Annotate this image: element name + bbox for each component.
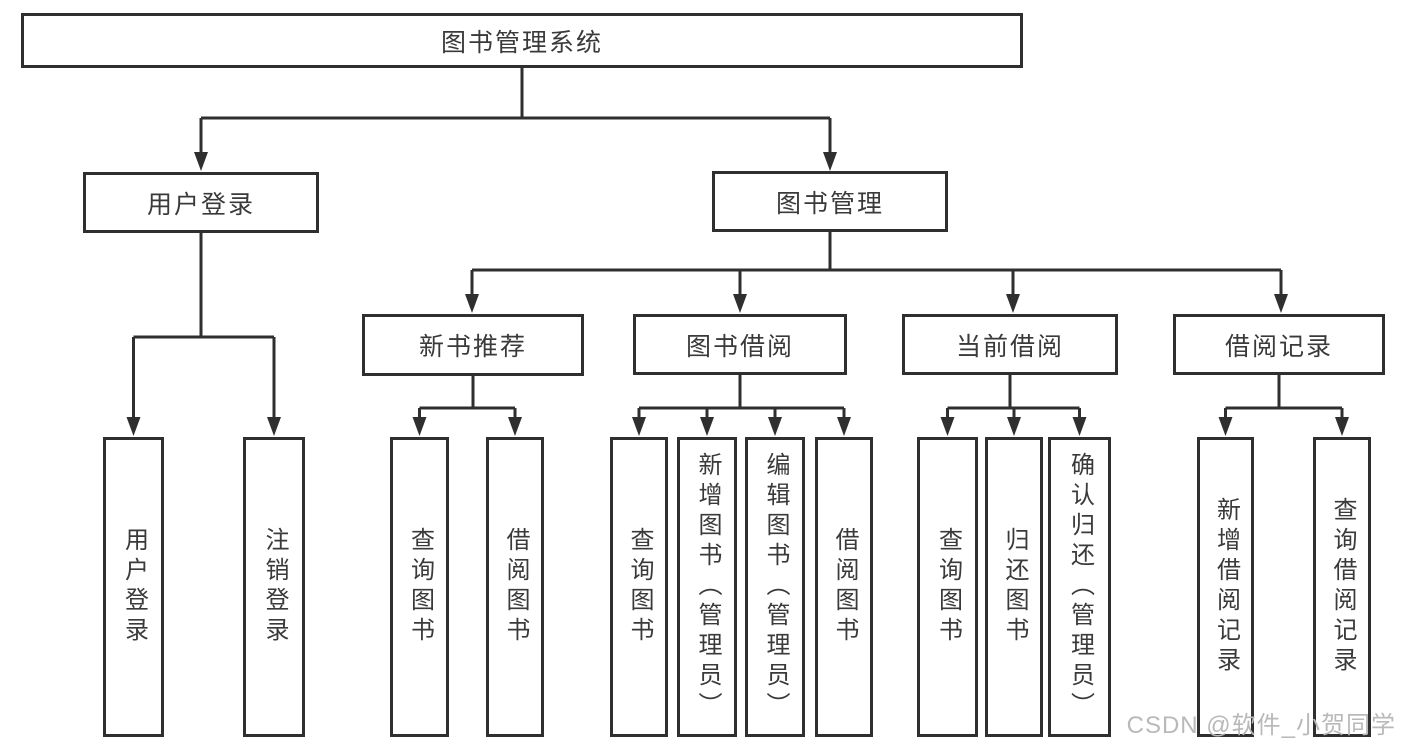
node-label: 查询借阅记录 [1329,497,1356,677]
leaf-logout: 注销登录 [243,437,305,737]
node-label: 新增图书（管理员） [694,452,721,722]
node-label: 查询图书 [626,527,653,647]
node-label: 图书管理 [775,189,884,218]
node-label: 图书借阅 [685,332,794,361]
leaf-user-login: 用户登录 [103,437,164,737]
node-label: 查询图书 [934,527,962,647]
node-borrowing-records: 借阅记录 [1173,314,1385,375]
node-label: 注销登录 [261,527,288,647]
node-new-book-recommendation: 新书推荐 [362,314,584,376]
leaf-add-borrow-record: 新增借阅记录 [1197,437,1254,737]
node-current-borrowing: 当前借阅 [902,314,1118,375]
node-label: 确认归还（管理员） [1066,452,1094,722]
node-label: 当前借阅 [955,332,1064,361]
node-label: 用户登录 [146,190,255,219]
leaf-edit-books-admin: 编辑图书（管理员） [745,437,805,737]
leaf-query-books-current: 查询图书 [917,437,978,737]
node-label: 借阅记录 [1224,332,1333,361]
leaf-confirm-return-admin: 确认归还（管理员） [1048,437,1111,737]
node-label: 编辑图书（管理员） [762,452,789,722]
node-label: 借阅图书 [502,527,529,647]
node-label: 新书推荐 [418,333,527,361]
leaf-query-books-borrow: 查询图书 [610,437,668,737]
leaf-add-books-admin: 新增图书（管理员） [677,437,737,737]
node-label: 查询图书 [406,527,434,647]
node-label: 新增借阅记录 [1212,497,1240,677]
leaf-borrow-books: 借阅图书 [815,437,873,737]
node-book-management: 图书管理 [712,171,948,232]
leaf-query-books-recommend: 查询图书 [390,437,449,737]
node-book-borrowing: 图书借阅 [633,314,847,375]
leaf-query-borrow-record: 查询借阅记录 [1313,437,1371,737]
node-label: 用户登录 [120,527,148,647]
leaf-return-books: 归还图书 [985,437,1043,737]
csdn-watermark: CSDN @软件_小贺同学 [1126,712,1396,739]
node-library-system-root: 图书管理系统 [21,13,1023,68]
node-label: 借阅图书 [831,527,858,647]
node-label: 图书管理系统 [440,28,603,57]
node-label: 归还图书 [1001,527,1028,647]
node-user-login-group: 用户登录 [83,172,319,233]
leaf-borrow-books-recommend: 借阅图书 [486,437,544,737]
